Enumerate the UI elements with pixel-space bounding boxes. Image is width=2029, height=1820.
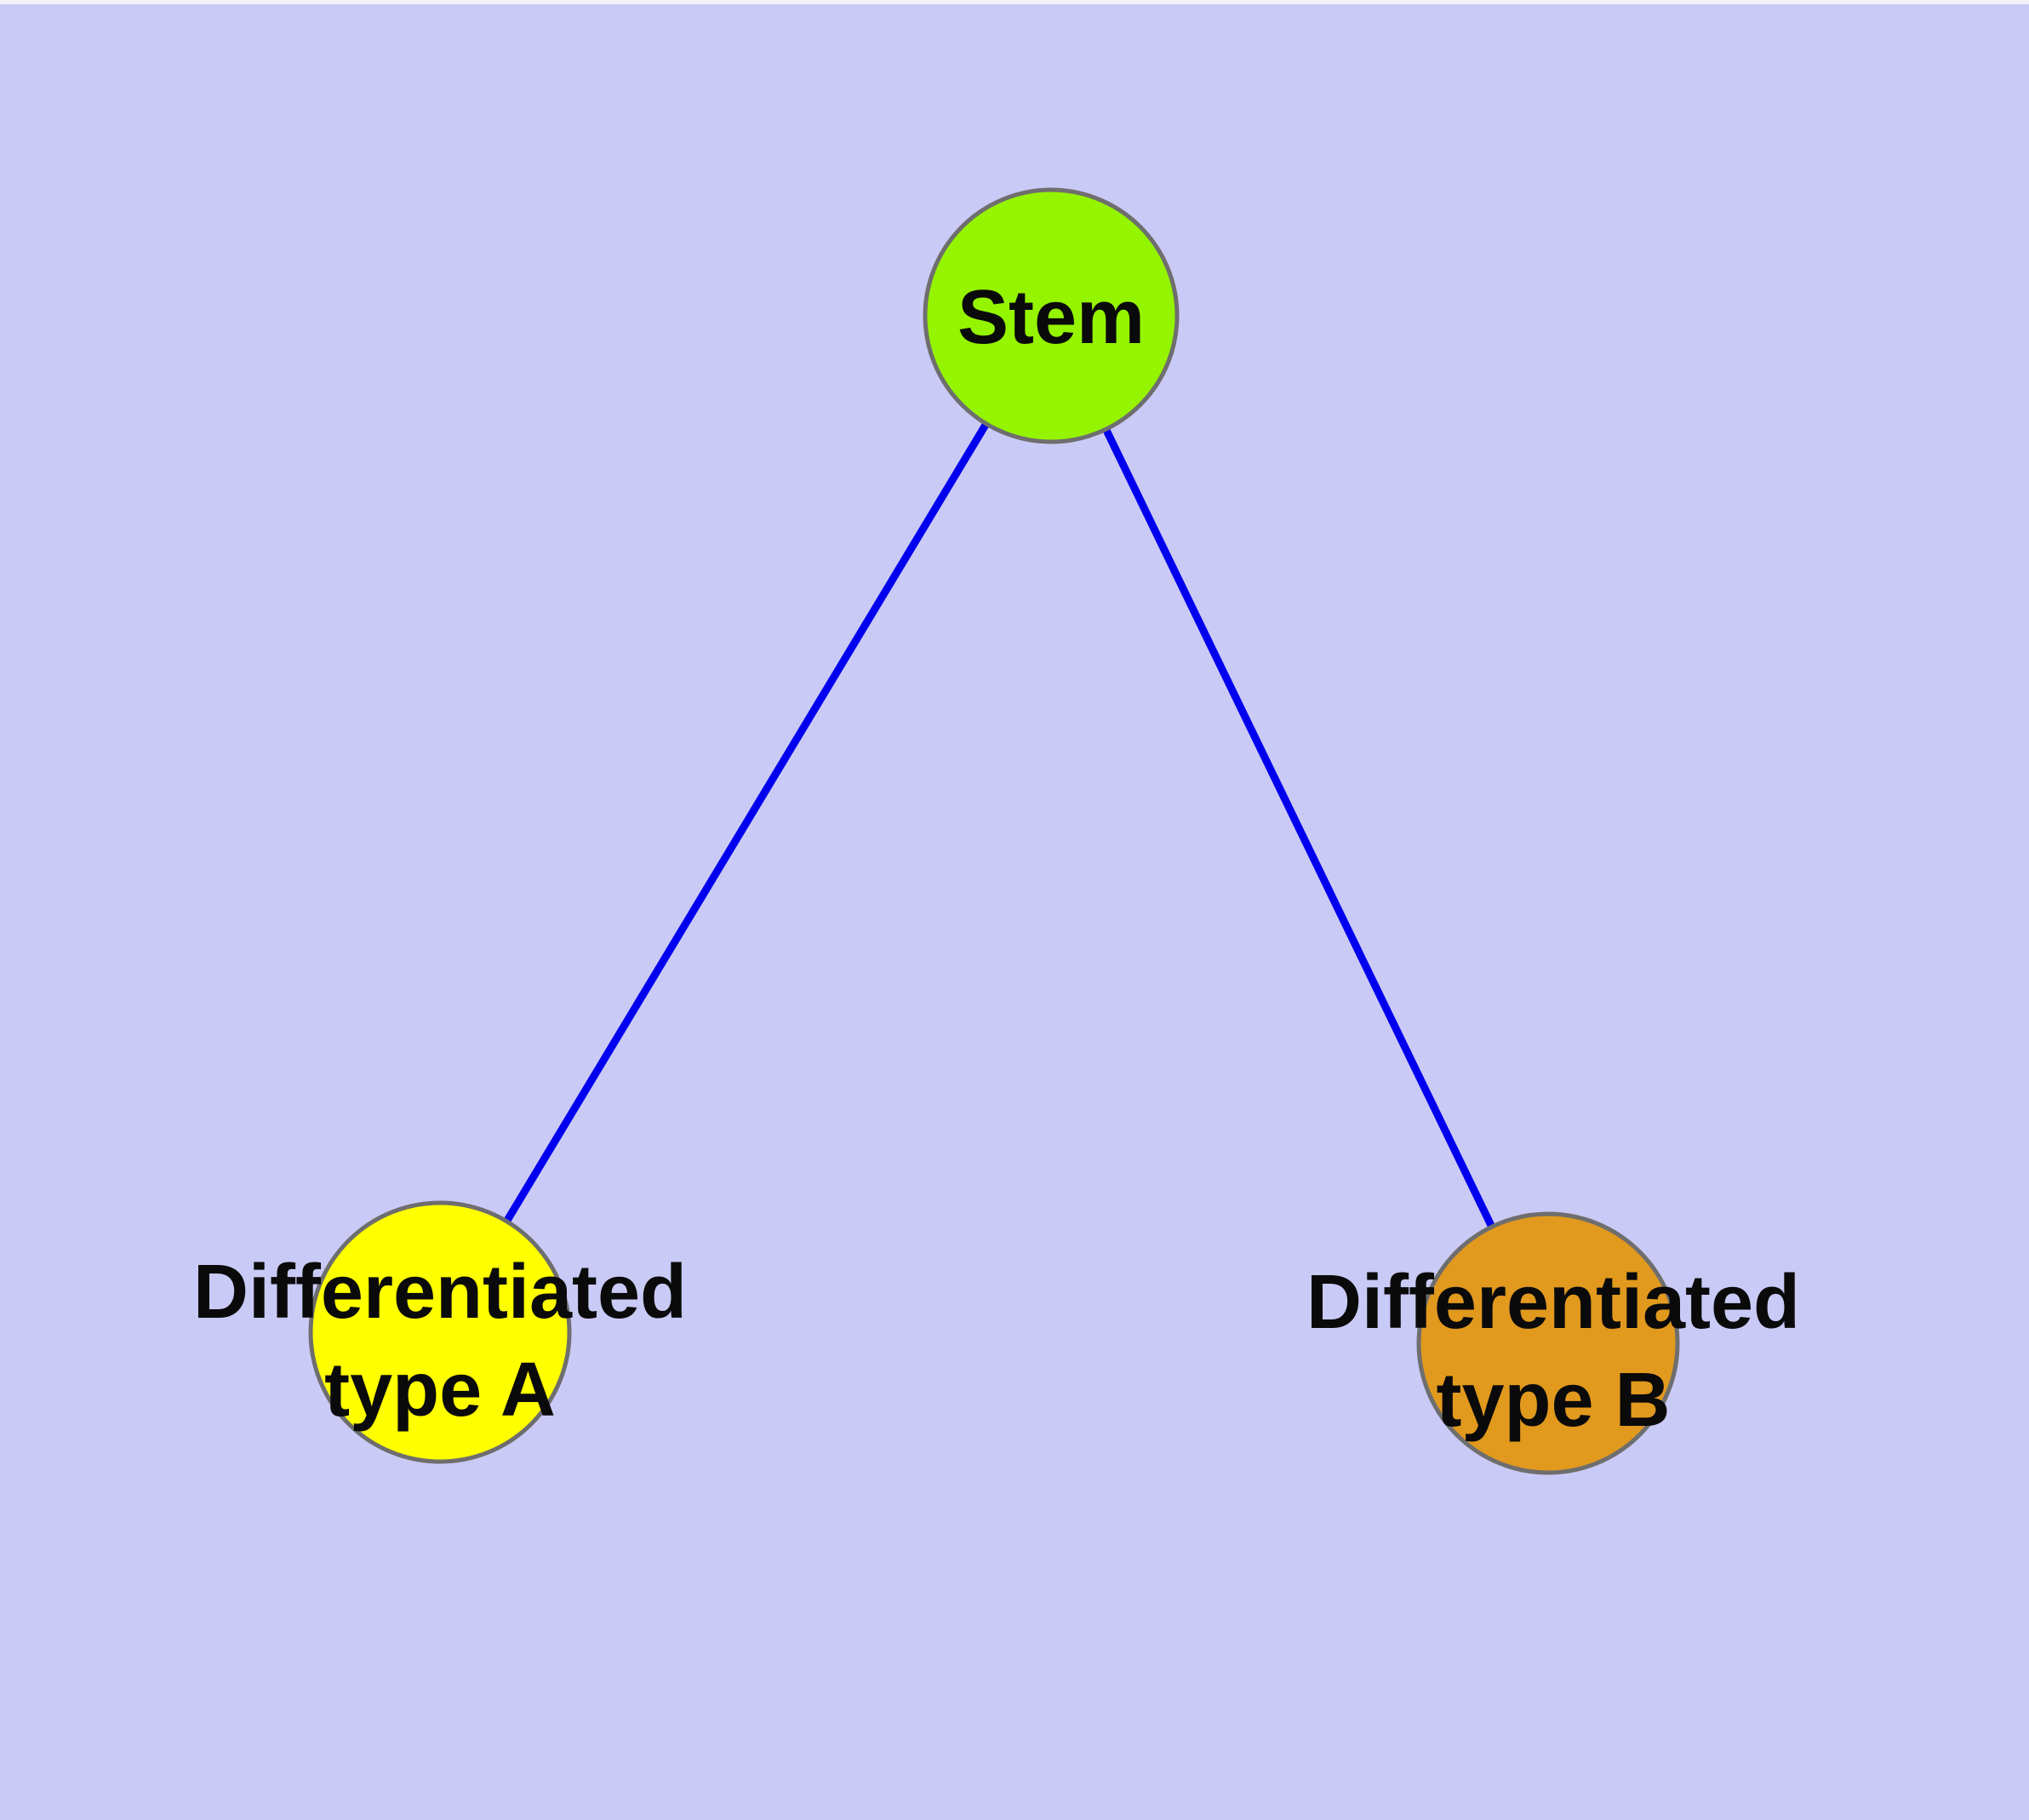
node-differentiated-type-b[interactable] <box>1416 1211 1680 1475</box>
label-differentiated-type-b-line1: Differentiated <box>1306 1260 1800 1345</box>
node-differentiated-type-a[interactable] <box>308 1200 572 1464</box>
label-stem: Stem <box>957 275 1145 360</box>
node-stem[interactable] <box>923 187 1180 444</box>
top-margin-strip <box>0 0 2029 4</box>
edge-stem-to-type-b <box>1047 312 1552 1348</box>
label-differentiated-type-a-line2: type A <box>324 1348 556 1433</box>
label-differentiated-type-b-line2: type B <box>1436 1358 1670 1443</box>
label-differentiated-type-a-line1: Differentiated <box>193 1250 687 1335</box>
edge-stem-to-type-a <box>436 312 1055 1336</box>
